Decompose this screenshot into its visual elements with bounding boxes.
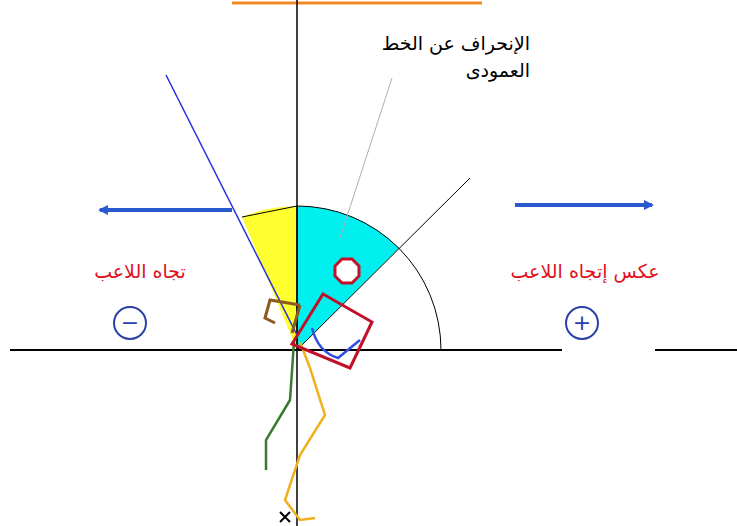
- negative-sector: [242, 206, 297, 350]
- foot-cross: [280, 512, 290, 522]
- diagonal-line: [297, 178, 470, 350]
- sign-text: −: [121, 312, 139, 334]
- horizontal-axis: [10, 349, 562, 351]
- sign-text: +: [573, 312, 591, 334]
- right-arrow: [515, 203, 652, 207]
- top-rule: [232, 2, 482, 5]
- torso-square: [292, 294, 372, 368]
- sign-circle: −: [113, 306, 147, 340]
- sign-circle: +: [565, 306, 599, 340]
- direction-label: عكس إتجاه اللاعب: [510, 258, 659, 285]
- axis-segment: [655, 349, 737, 351]
- leader-line: [340, 78, 392, 238]
- direction-label: تجاه اللاعب: [94, 258, 186, 285]
- hip-curve: [312, 328, 360, 358]
- annotation-text: الإنحراف عن الخط العمودى: [380, 30, 530, 83]
- left-arrow: [100, 208, 232, 212]
- body-axis-line: [166, 75, 297, 335]
- vertical-axis: [296, 0, 298, 526]
- right-leg: [285, 342, 325, 520]
- angle-marker: [335, 259, 359, 283]
- arm: [265, 300, 300, 333]
- left-leg: [266, 342, 294, 470]
